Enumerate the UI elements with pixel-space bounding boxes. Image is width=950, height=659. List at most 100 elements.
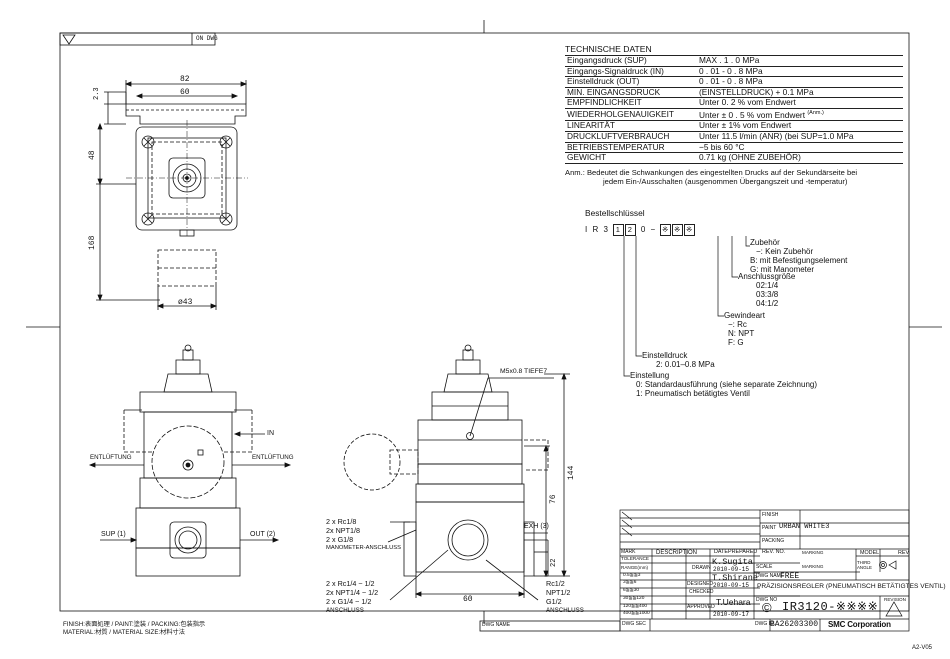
footer-material: MATERIAL:材質 / MATERIAL SIZE:材料寸法: [63, 629, 185, 636]
order-anschluss-line-2: 03:3/8: [756, 290, 779, 299]
order-gewinde: Gewindeart −: Rc N: NPT F: G: [724, 311, 765, 347]
tb-dwg-name-value: PRÄZISIONSREGLER (PNEUMATISCH BETÄTIGTES…: [757, 583, 946, 590]
label-in: IN: [267, 430, 274, 437]
tb-marking-b: MARKING: [802, 564, 824, 569]
label-sup: SUP (1): [101, 531, 126, 538]
order-zubehoer-line-2: B: mit Befestigungselement: [750, 256, 848, 265]
spec-key: EMPFINDLICHKEIT: [565, 97, 697, 109]
order-einstellung-line-2: 1: Pneumatisch betätigtes Ventil: [636, 389, 750, 398]
spec-row: MIN. EINGANGSDRUCK(EINSTELLDRUCK) + 0.1 …: [565, 87, 903, 99]
order-box-anschluss: ※: [672, 224, 684, 236]
tb-packing: PACKING: [762, 538, 785, 544]
port-left-label: ANSCHLUSS: [326, 607, 364, 614]
port-left-line-3: 2 x G1/4 ~ 1/2: [326, 597, 372, 606]
spec-heading: TECHNISCHE DATEN: [565, 44, 652, 54]
dim-48: 48: [88, 150, 97, 160]
label-m5: M5x0.8 TIEFE7: [500, 368, 548, 375]
tb-approved-date: 2010-09-17: [713, 611, 750, 618]
tb-company-logo: SMC Corporation: [828, 620, 891, 629]
front-view: [88, 344, 292, 577]
tb-designed-by: T.Shirane: [712, 573, 758, 583]
spec-value-text: 0 . 01 - 0 . 8 MPa: [699, 76, 763, 87]
dim-60-top: 60: [180, 88, 190, 97]
tb-dwg-no-label: DWG NO: [756, 597, 778, 603]
tolerance-range-row: 400≦≦1000: [623, 611, 650, 616]
spec-value: (EINSTELLDRUCK) + 0.1 MPa: [697, 87, 903, 99]
label-exh: EXH (3): [524, 523, 549, 530]
tb-mark: MARK: [621, 549, 636, 555]
tb-finish: FINISH: [762, 512, 779, 518]
order-anschluss-line-1: 02:1/4: [756, 281, 779, 290]
spec-key: Einstelldruck (OUT): [565, 76, 697, 88]
spec-row: Eingangs-Signaldruck (IN)0 . 01 - 0 . 8 …: [565, 66, 903, 78]
spec-value-text: Unter ± 1% vom Endwert: [699, 120, 792, 131]
tb-rev-no: REV. NO.: [762, 549, 786, 555]
spec-value: Unter ± 1% vom Endwert: [697, 120, 903, 132]
side-view: [343, 344, 570, 601]
tb-tolerance: TOLERANCE: [621, 556, 649, 561]
order-box-zubehoer: ※: [684, 224, 696, 236]
label-entlueftung-left: ENTLÜFTUNG: [90, 454, 132, 461]
spec-value-text: 0 . 01 - 0 . 8 MPa: [699, 66, 763, 76]
spec-key: LINEARITÄT: [565, 120, 697, 132]
port-right-line-3: G1/2: [546, 597, 562, 606]
order-key-leaders: [623, 236, 750, 377]
dim-60-side: 60: [463, 595, 473, 604]
spec-value-text: Unter 0. 2 % vom Endwert: [699, 97, 796, 108]
tb-checked-label: CHECKED: [689, 589, 714, 595]
dim-22: 22: [550, 558, 558, 567]
spec-value-text: 0.71 kg (OHNE ZUBEHÖR): [699, 152, 801, 163]
order-gewinde-title: Gewindeart: [724, 311, 765, 320]
order-box-gewinde: ※: [660, 224, 672, 236]
order-einstelldruck-line-1: 2: 0.01–0.8 MPa: [656, 360, 715, 369]
tb-revision: REVISION: [884, 597, 906, 602]
tb-scale-label: SCALE: [756, 564, 773, 570]
tb-approved-by: T.Uehara: [716, 597, 751, 607]
order-einstelldruck-title: Einstelldruck: [642, 351, 688, 360]
spec-key: BETRIEBSTEMPERATUR: [565, 142, 697, 154]
drawing-frame: [59, 32, 910, 612]
dim-144: 144: [567, 465, 576, 480]
spec-value: −5 bis 60 °C: [697, 142, 903, 154]
spec-key: GEWICHT: [565, 152, 697, 164]
spec-key: Eingangsdruck (SUP): [565, 55, 697, 67]
spec-value: 0 . 01 - 0 . 8 MPa: [697, 76, 903, 88]
order-anschluss-title: Anschlussgröße: [738, 272, 796, 281]
spec-value: Unter ± 0 . 5 % vom Endwert (Anm.): [697, 108, 903, 122]
tb-paint-value: URBAN WHITE3: [779, 523, 830, 531]
order-box-einstellung: 1: [613, 224, 625, 236]
top-view: [96, 80, 248, 310]
tolerance-range-row: 0.5≦≦3: [623, 573, 641, 578]
order-gewinde-line-2: N: NPT: [728, 329, 755, 338]
gauge-port-line-2: 2x NPT1/8: [326, 526, 360, 535]
order-zubehoer-title: Zubehör: [750, 238, 780, 247]
tolerance-range-row: 120≦≦400: [623, 604, 648, 609]
sheet-code: A2-V05: [912, 645, 933, 651]
order-mid: 0 −: [640, 225, 657, 234]
gauge-port-line-3: 2 x G1/8: [326, 535, 354, 544]
label-port-right: Rc1/2 NPT1/2 G1/2 ANSCHLUSS: [546, 579, 616, 615]
port-right-line-2: NPT1/2: [546, 588, 571, 597]
spec-value-text: −5 bis 60 °C: [699, 142, 745, 152]
spec-key: DRUCKLUFTVERBRAUCH: [565, 131, 697, 143]
label-gauge-port: 2 x Rc1/8 2x NPT1/8 2 x G1/8 MANOMETER-A…: [326, 517, 416, 553]
spec-value: 0 . 01 - 0 . 8 MPa: [697, 66, 903, 78]
tb-rev: REV: [898, 550, 910, 556]
dim-168: 168: [88, 235, 97, 250]
spec-note-line-2: jedem Ein-/Ausschalten (ausgenommen Über…: [603, 177, 848, 187]
spec-row: BETRIEBSTEMPERATUR−5 bis 60 °C: [565, 142, 903, 154]
tb-marking-a: MARKING: [802, 550, 824, 555]
tb-date: DATE: [714, 549, 728, 555]
port-left-line-1: 2 x Rc1/4 ~ 1/2: [326, 579, 375, 588]
tb-third-angle: THIRD ANGLE: [857, 560, 872, 570]
tolerance-range-row: 6≦≦30: [623, 588, 640, 593]
order-gewinde-line-1: −: Rc: [728, 320, 747, 329]
tb-approved-label: APPROVED: [687, 604, 715, 610]
